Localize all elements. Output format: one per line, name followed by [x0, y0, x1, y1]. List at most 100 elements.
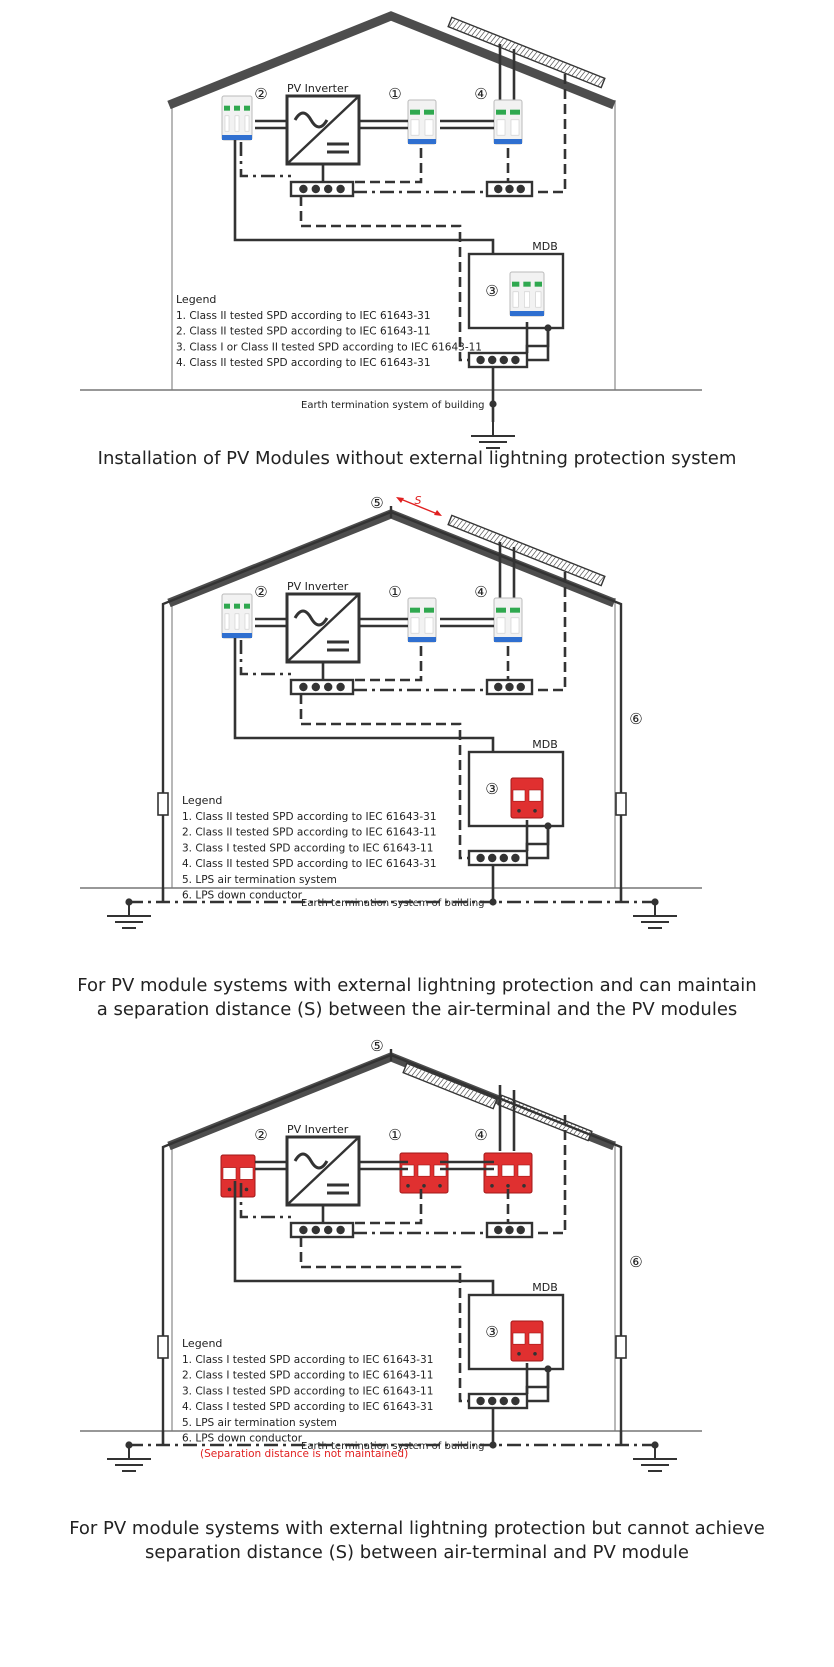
- equipotential-bar-pv: [485, 678, 534, 696]
- pv-cell-hatch: [508, 42, 516, 51]
- spd-green-indicator: [510, 109, 520, 115]
- spd1-earth-wire: [353, 1189, 423, 1225]
- spd-terminal: [406, 1184, 410, 1188]
- pv-cell-hatch: [422, 1072, 430, 1081]
- spd-green-indicator: [224, 603, 230, 609]
- pv-cell-hatch: [537, 54, 546, 63]
- legend-item-2: 2. Class II tested SPD according to IEC …: [176, 326, 431, 338]
- pv-cell-hatch: [467, 26, 475, 35]
- busbar-terminal: [511, 355, 520, 365]
- mdb-pe-wire: [525, 1369, 550, 1394]
- ac-sine-symbol: [293, 609, 329, 627]
- pv-cell-hatch: [493, 36, 501, 46]
- spd-din-clip: [510, 311, 544, 316]
- spd2-earth-wire: [239, 1183, 291, 1219]
- pv-cell-hatch: [452, 518, 460, 527]
- pv-cell-hatch: [463, 522, 471, 532]
- pv-cell-hatch: [407, 1066, 415, 1075]
- legend-item-1: 1. Class II tested SPD according to IEC …: [176, 310, 431, 322]
- spd-window: [528, 789, 542, 802]
- legend-item-1: 1. Class II tested SPD according to IEC …: [182, 811, 437, 823]
- pv-cell-hatch: [411, 1067, 419, 1077]
- spd-green-indicator: [534, 281, 542, 287]
- spd-green-indicator: [244, 105, 250, 111]
- pv-cell-hatch: [526, 49, 534, 59]
- pv-cell-hatch: [500, 39, 508, 48]
- busbar-terminal: [505, 184, 514, 194]
- busbar-terminal: [511, 853, 520, 863]
- spd-green-indicator: [496, 109, 506, 115]
- spd-terminal: [517, 809, 521, 813]
- earth-termination-label: Earth termination system of building: [301, 400, 485, 411]
- pv-cell-hatch: [502, 1098, 510, 1107]
- test-joint-left: [157, 792, 169, 816]
- pv-cell-hatch: [474, 28, 482, 38]
- pv-cell-hatch: [541, 553, 549, 563]
- test-joint-right: [615, 792, 627, 816]
- pv-inverter: [285, 1135, 361, 1207]
- caption-line-1: Installation of PV Modules without exter…: [98, 448, 737, 469]
- busbar-terminal: [476, 853, 485, 863]
- pv-module-array-lower: [497, 1094, 593, 1142]
- ground-electrode-right: [633, 902, 677, 929]
- marker-spd-4: ④: [474, 583, 487, 601]
- spd-module: [424, 119, 434, 136]
- pv-cell-hatch: [547, 1115, 555, 1125]
- legend-title: Legend: [182, 794, 222, 807]
- pv-cell-hatch: [426, 1073, 434, 1083]
- pv-cell-hatch: [567, 66, 575, 75]
- busbar-terminal: [511, 1396, 520, 1406]
- pv-cell-hatch: [593, 76, 601, 86]
- spd-1: [399, 1152, 449, 1194]
- pv-cell-hatch: [478, 1094, 486, 1103]
- spd-3: [509, 271, 545, 317]
- pv-cell-hatch: [549, 556, 557, 566]
- pv-cell-hatch: [478, 528, 486, 538]
- busbar-terminal: [516, 1225, 525, 1235]
- pv-cell-hatch: [414, 1069, 422, 1078]
- busbar-terminal: [488, 853, 497, 863]
- spd-green-indicator: [496, 607, 506, 613]
- legend-item-3: 3. Class I tested SPD according to IEC 6…: [182, 842, 433, 854]
- legend-note: (Separation distance is not maintained): [200, 1448, 408, 1460]
- busbar-terminal: [494, 1225, 503, 1235]
- spd-din-clip: [222, 135, 252, 140]
- spd-window: [485, 1164, 499, 1177]
- marker-spd-4: ④: [474, 1126, 487, 1144]
- separation-arrow-head-right: [434, 510, 442, 516]
- equipotential-bar-pv: [485, 1221, 534, 1239]
- caption-line-2: a separation distance (S) between the ai…: [97, 999, 738, 1020]
- busbar-terminal: [499, 355, 508, 365]
- spd-4: [493, 99, 523, 145]
- pv-cell-hatch: [489, 34, 497, 44]
- pv-cell-hatch: [567, 564, 575, 573]
- spd2-earth-wire: [239, 142, 291, 178]
- equipotential-bar-inverter: [289, 678, 355, 696]
- busbar-terminal: [311, 1225, 320, 1235]
- spd1-earth-wire: [353, 646, 423, 682]
- spd-window: [433, 1164, 447, 1177]
- pv-inverter-label: PV Inverter: [287, 580, 349, 593]
- busbar-terminal: [505, 682, 514, 692]
- caption-line-1: For PV module systems with external ligh…: [77, 975, 756, 996]
- pv-cell-hatch: [497, 535, 505, 545]
- pv-cell-hatch: [519, 46, 527, 56]
- mdb-label: MDB: [532, 240, 558, 253]
- pv-cell-hatch: [448, 18, 456, 28]
- mdb-pe-wire: [525, 826, 550, 851]
- pv-frame-earth-wire: [530, 1115, 567, 1235]
- spd-module: [424, 617, 434, 634]
- spd-module: [234, 613, 240, 630]
- pv-cell-hatch: [561, 1121, 569, 1131]
- spd-green-indicator: [410, 607, 420, 613]
- pv-cell-hatch: [552, 60, 560, 69]
- pv-cell-hatch: [565, 1123, 573, 1132]
- mdb-label: MDB: [532, 738, 558, 751]
- pv-cell-hatch: [573, 1126, 581, 1135]
- legend-item-4: 4. Class I tested SPD according to IEC 6…: [182, 1401, 433, 1413]
- spd-green-indicator: [424, 607, 434, 613]
- busbar-terminal: [324, 184, 333, 194]
- main-earthing-bar: [467, 1392, 529, 1410]
- pv-cell-hatch: [437, 1077, 445, 1087]
- pv-cell-hatch: [575, 68, 583, 78]
